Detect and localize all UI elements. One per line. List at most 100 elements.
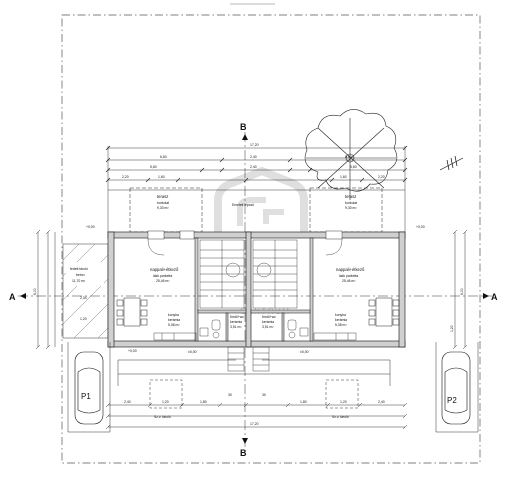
height-mark-2: +0,00 [416,225,425,229]
dim-top-r1-a: 6,60 [160,155,167,159]
covered-storage-hatch [62,243,109,339]
height-mark-5: +0,00 [128,349,137,353]
dining-table-right [368,297,400,327]
right-dimension-lines [452,229,468,350]
terrace-right-area: 9,30 m² [345,206,357,210]
terrace-left-area: 9,30 m² [157,206,169,210]
kitchen-counter-left [153,332,197,341]
living-right-area: 25,46 m² [342,279,356,283]
plot-boundary [61,14,481,464]
left-dimension-lines [35,229,56,350]
dim-right-a: 6,00 [460,288,464,295]
dim-top-r2-c: 5,60 [350,165,357,169]
bath-fixtures [199,319,309,339]
dim-top-r3-b: 1,60 [158,175,165,179]
dim-top-r1-b: 2,40 [250,155,257,159]
living-right-name: nappali+étkező [336,267,365,272]
height-mark-3: ±0,00 [188,350,197,354]
dim-bottom-small-a: 30 [228,393,232,397]
kitchen-right-area: 5,08 m² [335,323,347,327]
terrace-left-sub: burkolat [157,201,169,205]
dim-bottom-c: 1,80 [200,400,207,404]
height-mark-4: ±0,00 [300,350,309,354]
living-left-sub: lakk parketta [153,274,172,278]
meter-box-left [149,379,183,409]
bath-right-name: fürdő+wc [262,315,276,319]
kitchen-left-name: konyha [168,313,179,317]
top-dimension-lines [105,145,408,232]
meter-box-right-label: Sz.v. tároló [332,415,349,419]
covered-storage-name: fedett tároló [70,267,88,271]
bath-left-area: 3,51 m² [230,325,242,329]
bath-right-area: 3,51 m² [262,325,274,329]
top-door-openings [147,230,343,240]
covered-storage [62,243,109,339]
section-mark-b-top: B [240,122,247,132]
dim-left-a: 6,00 [33,288,37,295]
bottom-dimension-lines [105,402,408,430]
height-mark-1: +0,00 [86,225,95,229]
door-swing-right [325,238,343,256]
terrace-right-sub: burkolat [345,201,357,205]
living-right-sub: lakk parketta [339,274,358,278]
section-mark-b-bottom: B [240,448,247,458]
meter-box-right [325,379,359,409]
dim-top-r2-a: 5,60 [150,165,157,169]
section-arrow-a-left [20,293,26,299]
terrace-right-name: terasz [345,194,356,199]
section-arrow-a-right [483,293,489,299]
section-arrow-b-bottom [242,438,248,444]
section-mark-a-left: A [9,292,16,302]
north-arrow-icon [439,155,464,171]
covered-storage-sub: beton [76,273,85,277]
tree-symbol [304,109,398,200]
dining-table-left [116,297,148,327]
car-p1-label: P1 [81,392,91,401]
dim-total-bottom: 17,20 [250,422,259,426]
parking-area [67,342,479,433]
dim-top-r2-b: 2,40 [250,165,257,169]
dim-bottom-d: 1,80 [300,400,307,404]
kitchen-left-area: 5,08 m² [168,323,180,327]
dim-bottom-small-b: 30 [262,393,266,397]
stair-left [199,239,245,309]
entrance-steps [227,346,270,372]
stair-right [252,239,298,309]
front-yard-lines [117,359,391,386]
kitchen-right-sub: kerámia [335,318,347,322]
dim-bottom-f: 2,40 [378,400,385,404]
dim-top-r3-d: 2,20 [378,175,385,179]
terrace-left-name: terasz [157,194,168,199]
kitchen-right-name: konyha [335,313,346,317]
dim-top-r1-c: 6,60 [345,155,352,159]
kitchen-counter-right [313,332,357,341]
dim-left-b: 2,34 [80,296,87,300]
car-p2-icon [441,351,471,425]
dim-left-c: 1,20 [80,317,87,321]
stair-label: Emeleti lépcső [232,203,254,207]
kitchen-left-sub: kerámia [168,318,180,322]
dim-top-r3-a: 2,20 [122,175,129,179]
interior-walls [194,237,314,342]
living-left-name: nappali+étkező [150,267,179,272]
covered-storage-area: 11,70 m² [72,279,86,283]
dim-bottom-a: 2,40 [124,400,131,404]
door-swing-left [147,238,165,256]
car-p2-label: P2 [447,396,457,405]
house-walls [107,231,406,348]
dim-top-r3-c: 1,60 [340,175,347,179]
bath-left-sub: kerámia [230,320,242,324]
meter-box-left-label: Sz.v. tároló [154,415,171,419]
car-p1-icon [74,351,104,425]
dim-right-b: 1,20 [450,325,454,332]
section-mark-a-right: A [491,292,498,302]
bath-left-name: fürdő+wc [230,315,244,319]
dim-bottom-b: 1,20 [162,400,169,404]
dim-total-top: 17,20 [250,143,259,147]
bath-right-sub: kerámia [262,320,274,324]
watermark-logo [214,166,308,232]
section-arrow-b-top [242,134,248,140]
dim-bottom-e: 1,20 [340,400,347,404]
living-left-area: 25,46 m² [156,279,170,283]
